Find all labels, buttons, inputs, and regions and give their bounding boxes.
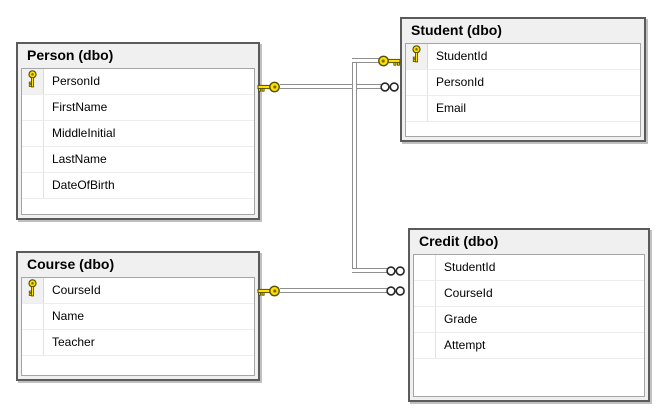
primary-key-cell [22, 278, 44, 303]
relationship-line-fk-student-person[interactable] [280, 84, 381, 89]
column-row-credit-attempt[interactable]: Attempt [414, 333, 644, 359]
table-credit-header[interactable]: Credit (dbo) [419, 233, 499, 249]
many-end-infinity-icon [385, 284, 407, 296]
table-person-header[interactable]: Person (dbo) [27, 47, 114, 63]
column-name: StudentId [444, 260, 496, 274]
column-name: Attempt [444, 338, 486, 352]
column-name: Teacher [52, 335, 95, 349]
one-end-key-icon [257, 80, 281, 93]
relationship-line-fk-credit-course[interactable] [280, 288, 387, 293]
column-name: MiddleInitial [52, 126, 116, 140]
primary-key-cell [22, 69, 44, 94]
column-row-person-middleinitial[interactable]: MiddleInitial [22, 121, 254, 147]
column-name: LastName [52, 152, 107, 166]
column-row-student-personid[interactable]: PersonId [406, 70, 640, 96]
column-name: PersonId [436, 75, 485, 89]
key-cell [22, 330, 44, 355]
key-cell [406, 96, 428, 121]
column-name: DateOfBirth [52, 178, 115, 192]
column-row-credit-courseid[interactable]: CourseId [414, 281, 644, 307]
column-row-person-firstname[interactable]: FirstName [22, 95, 254, 121]
primary-key-icon [411, 45, 422, 68]
many-end-infinity-icon [379, 80, 401, 92]
many-end-infinity-icon [385, 264, 407, 276]
one-end-key-icon [257, 284, 281, 297]
key-cell [22, 121, 44, 146]
table-student-header[interactable]: Student (dbo) [411, 22, 502, 38]
column-row-course-name[interactable]: Name [22, 304, 254, 330]
key-cell [22, 304, 44, 329]
primary-key-cell [406, 44, 428, 69]
table-course-header[interactable]: Course (dbo) [27, 256, 115, 272]
key-cell [414, 333, 436, 358]
key-cell [22, 173, 44, 198]
primary-key-icon [27, 70, 38, 93]
column-row-credit-grade[interactable]: Grade [414, 307, 644, 333]
column-row-student-email[interactable]: Email [406, 96, 640, 122]
primary-key-icon [27, 279, 38, 302]
relationship-line-fk-credit-student[interactable] [352, 268, 387, 273]
column-name: CourseId [52, 283, 101, 297]
column-row-credit-studentid[interactable]: StudentId [414, 255, 644, 281]
column-row-person-dateofbirth[interactable]: DateOfBirth [22, 173, 254, 199]
column-row-course-teacher[interactable]: Teacher [22, 330, 254, 356]
column-name: FirstName [52, 100, 108, 114]
column-row-person-lastname[interactable]: LastName [22, 147, 254, 173]
column-name: StudentId [436, 49, 488, 63]
column-row-course-courseid[interactable]: CourseId [22, 278, 254, 304]
column-name: CourseId [444, 286, 493, 300]
column-name: Grade [444, 312, 478, 326]
key-cell [414, 255, 436, 280]
key-cell [406, 70, 428, 95]
column-row-person-personid[interactable]: PersonId [22, 69, 254, 95]
relationship-line-fk-credit-student[interactable] [352, 58, 379, 63]
key-cell [22, 147, 44, 172]
key-cell [414, 281, 436, 306]
column-row-student-studentid[interactable]: StudentId [406, 44, 640, 70]
key-cell [414, 307, 436, 332]
one-end-key-icon [377, 54, 401, 67]
key-cell [22, 95, 44, 120]
column-name: PersonId [52, 74, 101, 88]
column-name: Email [436, 101, 467, 115]
relationship-line-fk-credit-student[interactable] [352, 58, 357, 273]
column-name: Name [52, 309, 85, 323]
